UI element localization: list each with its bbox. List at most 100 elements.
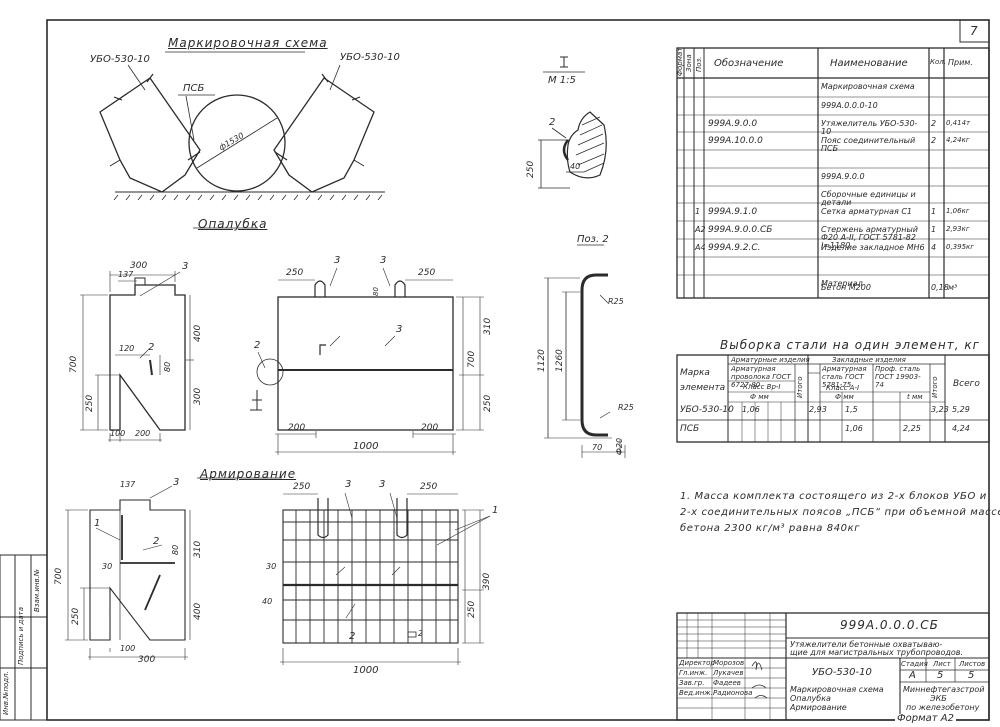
spec-cell-note: 2,93кг bbox=[946, 225, 970, 233]
pos2-height-1: 1120 bbox=[537, 349, 547, 372]
fw-front-pos-mid: 3 bbox=[396, 324, 403, 335]
steel-header-dia: Ф мм bbox=[750, 393, 769, 401]
fw-side-top-width: 300 bbox=[130, 261, 148, 271]
fw-front-pos-bottom: 2 bbox=[254, 340, 261, 351]
spec-header-name: Наименование bbox=[830, 58, 908, 69]
spec-cell-note: 0,395кг bbox=[946, 243, 974, 251]
fw-front-pos-left: 3 bbox=[334, 255, 341, 266]
steel-header-all: Всего bbox=[953, 379, 980, 389]
steel-header-embedded: Закладные изделия bbox=[832, 356, 906, 364]
spec-cell-name: 999А.9.0.0 bbox=[821, 172, 865, 181]
steel-header-class: Класс Вр-I bbox=[743, 383, 781, 391]
spec-cell-name: Маркировочная схема bbox=[821, 82, 915, 91]
specification-table-grid bbox=[676, 47, 990, 299]
rf-side-h2: 310 bbox=[193, 540, 203, 558]
rf-front-right-height: 390 bbox=[482, 572, 492, 590]
spec-cell-qty: 1 bbox=[931, 225, 937, 234]
spec-cell-qty: 0,18 bbox=[931, 283, 949, 292]
tb-sheet-desc-1: Маркировочная схема bbox=[790, 685, 884, 694]
rf-front-h2: 40 bbox=[262, 597, 273, 606]
position-2-rebar bbox=[544, 244, 626, 458]
tb-sheet-desc-2: Опалубка bbox=[790, 694, 831, 703]
tb-product: УБО-530-10 bbox=[812, 667, 872, 678]
tb-header-stage: Стадия bbox=[901, 660, 928, 668]
spec-cell-name: Бетон М200 bbox=[821, 283, 871, 292]
marking-scheme bbox=[99, 51, 385, 201]
rf-front-pos2: 2 bbox=[349, 631, 356, 642]
steel-cell-v5: 2,25 bbox=[903, 424, 921, 433]
steel-header-emb-total: Итого bbox=[931, 376, 939, 398]
formwork-title: Опалубка bbox=[198, 217, 268, 231]
fw-front-right-length: 250 bbox=[418, 268, 436, 278]
steel-table-grid bbox=[676, 354, 990, 443]
pos2-height-2: 1260 bbox=[555, 349, 565, 372]
pos2-diameter: Ф20 bbox=[615, 437, 624, 455]
note-line-1: 1. Масса комплекта состоящего из 2-х бло… bbox=[680, 491, 987, 502]
steel-header-emb-class: Класс А-I bbox=[826, 384, 860, 392]
fw-side-bottom-left: 100 bbox=[110, 429, 126, 438]
rf-side-h4: 250 bbox=[71, 607, 81, 625]
steel-header-rebar: Арматурные изделия bbox=[731, 356, 810, 364]
rf-front-low-height: 250 bbox=[467, 600, 477, 618]
spec-cell-name: Стержень арматурный Ф20 А-II, ГОСТ 5781-… bbox=[821, 225, 918, 250]
sheet-number-box bbox=[959, 19, 990, 43]
spec-cell-name: Сборочные единицы и детали bbox=[821, 190, 916, 207]
rf-front-pos3-left: 3 bbox=[345, 479, 352, 490]
spec-cell-name: Сетка арматурная С1 bbox=[821, 207, 912, 216]
spec-cell-qty: 2 bbox=[931, 119, 937, 128]
note-line-3: бетона 2300 кг/м³ равна 840кг bbox=[680, 523, 861, 534]
steel-cell-v1: 1,06 bbox=[742, 405, 760, 414]
spec-cell-pos: А4 bbox=[695, 243, 706, 252]
rf-side-h1: 80 bbox=[171, 544, 180, 555]
pos2-title: Поз. 2 bbox=[577, 234, 609, 245]
spec-header-format: Формат bbox=[676, 47, 684, 76]
tb-sheet-desc-3: Армирование bbox=[790, 703, 847, 712]
tb-org-1: Миннефтегазстрой bbox=[903, 685, 985, 694]
spec-header-zone: Зона bbox=[685, 54, 693, 72]
steel-header-emb-dia: Ф мм bbox=[835, 393, 854, 401]
spec-cell-des: 999А.9.0.0 bbox=[708, 119, 758, 129]
spec-cell-note: 4,24кг bbox=[946, 136, 970, 144]
left-stamp-strip bbox=[0, 554, 48, 721]
title-block-grid bbox=[676, 612, 990, 721]
pos2-bottom-radius: R25 bbox=[618, 403, 634, 412]
tb-sheet: 5 bbox=[937, 670, 944, 681]
reinforcement-side-view bbox=[65, 477, 282, 660]
tb-person-name: Радионова bbox=[713, 689, 753, 697]
tb-org-3: по железобетону bbox=[906, 703, 980, 712]
tb-code: 999А.0.0.0.СБ bbox=[840, 618, 939, 632]
fw-front-lug-height: 80 bbox=[372, 287, 380, 296]
rf-front-h1: 30 bbox=[266, 562, 277, 571]
pos2-width: 70 bbox=[592, 443, 603, 452]
spec-cell-pos: 1 bbox=[695, 207, 701, 216]
reinforcement-front-view bbox=[280, 492, 491, 665]
rf-front-pos1: 1 bbox=[492, 505, 499, 516]
fw-side-bottom-right: 200 bbox=[135, 429, 151, 438]
format-label: Формат А2 bbox=[895, 713, 956, 724]
tb-desc-2: щие для магистральных трубопроводов. bbox=[790, 648, 964, 657]
tb-person-name: Фадеев bbox=[713, 679, 741, 687]
fw-front-right-height: 310 bbox=[483, 317, 493, 335]
section-position-label: 2 bbox=[549, 117, 556, 128]
rf-side-pos-top: 3 bbox=[173, 477, 180, 488]
formwork-front-view bbox=[250, 267, 484, 455]
spec-cell-des: 999А.9.2.С. bbox=[708, 243, 761, 253]
spec-cell-des: 999А.9.0.0.СБ bbox=[708, 225, 773, 235]
steel-cell-mark: УБО-530-10 bbox=[680, 405, 734, 415]
stamp-label-sign: Подпись и дата bbox=[17, 607, 25, 665]
spec-header-qty: Кол. bbox=[930, 58, 946, 66]
fw-front-total-height: 700 bbox=[467, 350, 477, 368]
sheet-number: 7 bbox=[970, 24, 978, 38]
rf-side-h5: 400 bbox=[193, 602, 203, 620]
rf-side-bottom-total: 300 bbox=[138, 655, 156, 665]
fw-side-height-low: 250 bbox=[85, 394, 95, 412]
fw-side-top-part: 137 bbox=[118, 270, 134, 279]
spec-cell-name: Материал bbox=[821, 279, 863, 288]
tb-header-sheet: Лист bbox=[933, 660, 951, 668]
tb-desc-1: Утяжелители бетонные охватываю- bbox=[790, 640, 943, 649]
fw-front-total-length: 1000 bbox=[353, 441, 379, 452]
rf-side-bottom-left: 100 bbox=[120, 644, 136, 653]
spec-cell-note: 1,06кг bbox=[946, 207, 970, 215]
steel-cell-mark: ПСБ bbox=[680, 424, 700, 434]
section-thickness-dim: 40 bbox=[570, 162, 581, 171]
